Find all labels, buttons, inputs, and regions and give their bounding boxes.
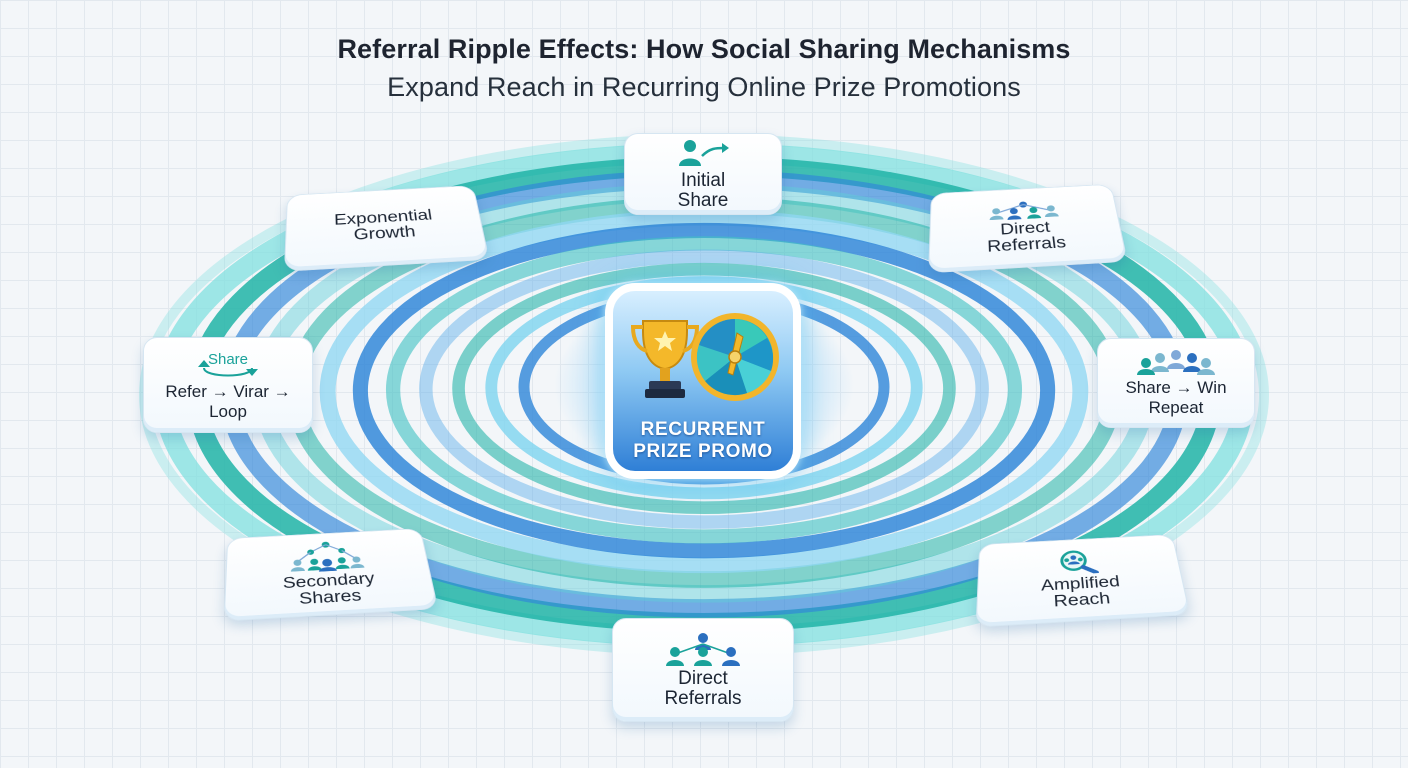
ripple-ring bbox=[419, 249, 989, 529]
group-icon bbox=[1137, 349, 1215, 375]
node-label-line: Share bbox=[677, 189, 729, 211]
node-label-line: Refer → Virar → bbox=[165, 382, 291, 401]
node-viral-loop: Share Refer → Virar → Loop bbox=[143, 337, 313, 433]
ripple-ring bbox=[452, 262, 956, 515]
ripple-ring bbox=[352, 222, 1056, 559]
node-amplified-reach: Amplified Reach bbox=[975, 534, 1191, 628]
center-hub: RECURRENT PRIZE PROMO bbox=[605, 283, 801, 479]
center-hub-panel: RECURRENT PRIZE PROMO bbox=[613, 291, 793, 471]
node-label-line: Direct bbox=[678, 667, 728, 689]
ripple-ring bbox=[319, 209, 1089, 574]
network-icon bbox=[666, 632, 740, 666]
node-label: Refer → Virar → Loop bbox=[165, 382, 290, 422]
node-label-line: Referrals bbox=[986, 233, 1068, 256]
node-label-line: Reach bbox=[1053, 589, 1112, 611]
diagram-title: Referral Ripple Effects: How Social Shar… bbox=[0, 30, 1408, 106]
node-share-win-repeat: Share → Win Repeat bbox=[1097, 338, 1255, 428]
node-label-line: Repeat bbox=[1148, 397, 1204, 417]
tree-network-icon bbox=[290, 539, 365, 572]
ripple-ring bbox=[485, 276, 923, 500]
node-label-line: Loop bbox=[209, 402, 247, 421]
node-label-line: Referrals bbox=[664, 687, 742, 709]
node-label: Initial Share bbox=[677, 169, 729, 211]
node-direct-referrals-top: Direct Referrals bbox=[928, 183, 1128, 274]
loop-header: Share bbox=[158, 348, 298, 382]
node-label: Direct Referrals bbox=[986, 219, 1067, 256]
node-label: Exponential Growth bbox=[334, 207, 436, 245]
loop-arrows-icon bbox=[198, 360, 258, 377]
node-label: Secondary Shares bbox=[283, 570, 379, 609]
prize-wheel-icon bbox=[691, 313, 779, 401]
loop-share-label: Share bbox=[207, 351, 249, 368]
title-line-2: Expand Reach in Recurring Online Prize P… bbox=[387, 72, 1021, 102]
node-label: Share → Win Repeat bbox=[1125, 378, 1226, 418]
node-label: Direct Referrals bbox=[664, 667, 742, 709]
network-icon bbox=[989, 198, 1059, 220]
title-line-1: Referral Ripple Effects: How Social Shar… bbox=[337, 34, 1071, 64]
hub-label: RECURRENT PRIZE PROMO bbox=[613, 419, 793, 463]
node-label: Amplified Reach bbox=[1041, 573, 1123, 611]
node-secondary-shares: Secondary Shares bbox=[223, 528, 439, 622]
trophy-icon bbox=[630, 320, 700, 398]
ripple-ring bbox=[385, 236, 1023, 544]
share-arrow-icon bbox=[679, 139, 729, 166]
hub-icons bbox=[630, 313, 779, 401]
magnifier-group-icon bbox=[1053, 548, 1104, 575]
hub-label-line-1: RECURRENT bbox=[640, 419, 766, 440]
node-label-line: Initial bbox=[680, 169, 726, 191]
node-exponential-growth: Exponential Growth bbox=[283, 185, 490, 272]
node-label-line: Share → Win bbox=[1125, 377, 1227, 397]
node-initial-share: Initial Share bbox=[624, 133, 782, 215]
hub-label-line-2: PRIZE PROMO bbox=[633, 441, 773, 462]
node-direct-referrals-bottom: Direct Referrals bbox=[612, 618, 794, 722]
